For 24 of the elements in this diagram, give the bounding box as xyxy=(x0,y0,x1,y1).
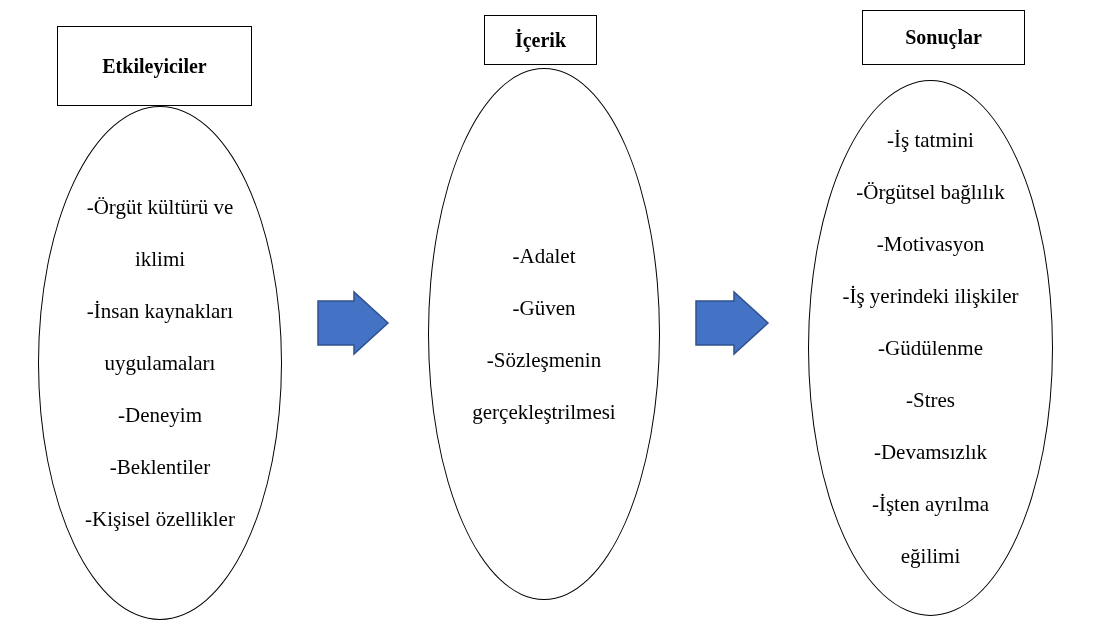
list-item-text: -Deneyim xyxy=(118,402,202,429)
list-item-text: -Devamsızlık xyxy=(873,439,988,466)
header-box xyxy=(862,10,1025,65)
header-text: Etkileyiciler xyxy=(102,53,207,79)
list-item-text: -Adalet xyxy=(512,243,576,270)
list-item-text: -Motivasyon xyxy=(876,231,985,258)
header-text: Sonuçlar xyxy=(905,25,982,50)
list-item-text: -Stres xyxy=(906,387,955,414)
list-item-text: -Güdülenme xyxy=(878,335,983,362)
list-item-text: -İş tatmini xyxy=(887,127,974,154)
header-box xyxy=(484,15,597,65)
list-item-text: -Örgütsel bağlılık xyxy=(856,179,1005,206)
header-text: İçerik xyxy=(514,27,567,53)
block-arrow xyxy=(317,290,390,356)
list-item-text: -İşten ayrılma eğilimi xyxy=(870,491,991,570)
list-item-text: -İnsan kaynakları uygulamaları xyxy=(85,298,235,377)
list-item-text: -Örgüt kültürü ve iklimi xyxy=(85,194,235,273)
block-arrow xyxy=(695,290,770,356)
list-item-text: -İş yerindeki ilişkiler xyxy=(842,283,1019,310)
list-item-text: -Sözleşmenin gerçekleştrilmesi xyxy=(471,347,617,426)
list-item-text: -Güven xyxy=(512,295,576,322)
list-item-text: -Kişisel özellikler xyxy=(85,506,235,533)
list-item-text: -Beklentiler xyxy=(109,454,211,481)
header-box xyxy=(57,26,252,106)
